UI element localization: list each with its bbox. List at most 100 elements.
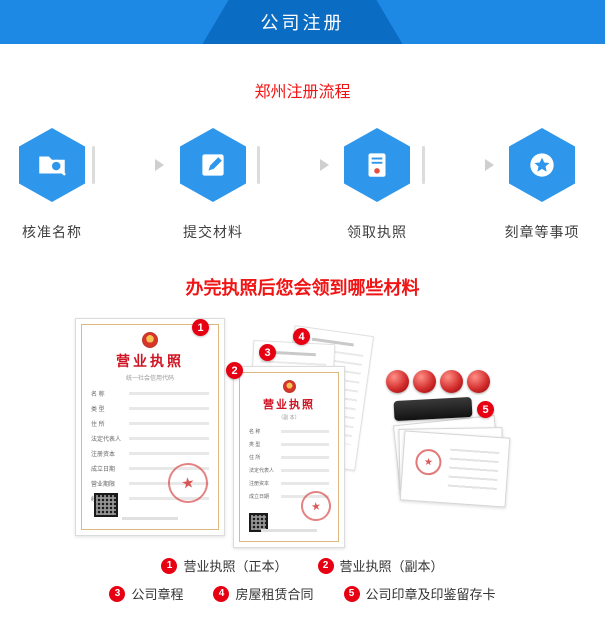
header-tab: 公司注册 bbox=[202, 0, 403, 44]
certificate-border: 营业执照 （副 本） 名 称 类 型 住 所 法定代表人 注册资本 成立日期 ★ bbox=[239, 372, 339, 542]
field-value-line bbox=[281, 495, 329, 498]
field-row: 类 型 bbox=[249, 441, 329, 448]
badge-3: 3 bbox=[259, 344, 276, 361]
badge-4: 4 bbox=[293, 328, 310, 345]
field-row: 名 称 bbox=[249, 428, 329, 435]
field-label: 类 型 bbox=[249, 442, 261, 448]
red-stamp-icon bbox=[467, 370, 490, 393]
field-value-line bbox=[129, 407, 209, 410]
field-row: 住 所 bbox=[249, 454, 329, 461]
badge-1: 1 bbox=[192, 319, 209, 336]
step-submit-materials: 提交材料 bbox=[147, 128, 279, 242]
legend-label: 营业执照（副本） bbox=[339, 559, 444, 574]
seal-retention-card: ★ bbox=[399, 430, 511, 508]
field-value-line bbox=[281, 469, 329, 472]
materials-section-title: 办完执照后您会领到哪些材料 bbox=[185, 278, 420, 298]
step-label: 刻章等事项 bbox=[504, 224, 580, 240]
card-text-lines bbox=[447, 448, 500, 496]
red-stamp-icon bbox=[386, 370, 409, 393]
legend-badge: 4 bbox=[213, 585, 230, 602]
certificate-subtitle: （副 本） bbox=[278, 415, 300, 421]
field-row: 法定代表人 bbox=[249, 467, 329, 474]
legend-item-lease-contract: 4 房屋租赁合同 bbox=[213, 584, 314, 603]
legend-badge: 1 bbox=[161, 557, 178, 574]
legend-item-license-original: 1 营业执照（正本） bbox=[161, 556, 288, 575]
certificate-title: 营业执照 bbox=[263, 399, 315, 411]
field-label: 住 所 bbox=[91, 422, 105, 428]
field-value-line bbox=[281, 456, 329, 459]
hexagon-tile bbox=[509, 128, 575, 202]
certificate-border: 营业执照 统一社会信用代码 名 称 类 型 住 所 法定代表人 注册资本 成立日… bbox=[81, 324, 219, 530]
step-arrow bbox=[92, 146, 164, 184]
step-label: 核准名称 bbox=[22, 224, 82, 240]
badge-2: 2 bbox=[226, 362, 243, 379]
field-value-line bbox=[281, 443, 329, 446]
red-stamp-icon bbox=[440, 370, 463, 393]
badge-5: 5 bbox=[477, 401, 494, 418]
step-label: 提交材料 bbox=[183, 224, 243, 240]
legend-label: 房屋租赁合同 bbox=[235, 587, 314, 602]
national-emblem-icon bbox=[142, 332, 158, 348]
field-row: 类 型 bbox=[91, 404, 209, 413]
legend-label: 公司印章及印鉴留存卡 bbox=[365, 587, 496, 602]
step-divider bbox=[422, 146, 425, 184]
field-value-line bbox=[129, 392, 209, 395]
arrow-right-icon bbox=[485, 159, 494, 171]
field-label: 类 型 bbox=[91, 407, 105, 413]
process-section-title: 郑州注册流程 bbox=[254, 84, 351, 101]
certificate-subtitle: 统一社会信用代码 bbox=[125, 376, 174, 382]
field-label: 法定代表人 bbox=[91, 437, 122, 443]
step-approve-name: 核准名称 bbox=[0, 128, 118, 242]
hexagon-tile bbox=[19, 128, 85, 202]
business-license-copy: 营业执照 （副 本） 名 称 类 型 住 所 法定代表人 注册资本 成立日期 ★ bbox=[233, 366, 345, 548]
field-row: 成立日期 bbox=[91, 464, 209, 473]
company-stamps-row bbox=[386, 370, 490, 393]
legend-badge: 5 bbox=[343, 585, 360, 602]
certificate-title: 营业执照 bbox=[116, 353, 184, 369]
field-row: 法定代表人 bbox=[91, 434, 209, 443]
legend-row: 1 营业执照（正本） 2 营业执照（副本） bbox=[0, 556, 605, 575]
legend-item-articles: 3 公司章程 bbox=[109, 584, 183, 603]
field-value-line bbox=[129, 482, 209, 485]
star-medal-icon bbox=[530, 153, 554, 177]
legend-item-seals-card: 5 公司印章及印鉴留存卡 bbox=[343, 584, 496, 603]
business-license-original: 营业执照 统一社会信用代码 名 称 类 型 住 所 法定代表人 注册资本 成立日… bbox=[75, 318, 225, 536]
field-row: 成立日期 bbox=[249, 493, 329, 500]
field-value-line bbox=[129, 452, 209, 455]
red-stamp-icon bbox=[413, 370, 436, 393]
field-label: 注册资本 bbox=[249, 481, 270, 487]
legend-label: 公司章程 bbox=[131, 587, 184, 602]
legend-row: 3 公司章程 4 房屋租赁合同 5 公司印章及印鉴留存卡 bbox=[0, 584, 605, 603]
field-row: 名 称 bbox=[91, 389, 209, 398]
header-bar: 公司注册 bbox=[0, 0, 605, 44]
field-label: 注册资本 bbox=[91, 452, 116, 458]
field-label: 名 称 bbox=[249, 429, 261, 435]
date-line bbox=[122, 517, 178, 520]
field-label: 成立日期 bbox=[249, 494, 270, 500]
folder-search-icon bbox=[39, 156, 66, 176]
field-value-line bbox=[281, 482, 329, 485]
field-value-line bbox=[129, 497, 209, 500]
step-divider bbox=[257, 146, 260, 184]
step-divider bbox=[92, 146, 95, 184]
field-value-line bbox=[129, 422, 209, 425]
field-value-line bbox=[129, 467, 209, 470]
step-label: 领取执照 bbox=[347, 224, 407, 240]
step-arrow bbox=[422, 146, 494, 184]
pen-edit-icon bbox=[202, 154, 224, 176]
license-document-icon bbox=[368, 153, 386, 177]
ink-pad-box bbox=[393, 396, 473, 422]
field-value-line bbox=[281, 430, 329, 433]
legend-item-license-copy: 2 营业执照（副本） bbox=[317, 556, 444, 575]
certificate-fields: 名 称 类 型 住 所 法定代表人 注册资本 成立日期 营业期限 经营范围 bbox=[91, 389, 209, 503]
hexagon-tile bbox=[344, 128, 410, 202]
national-emblem-icon bbox=[282, 380, 296, 393]
legend-badge: 3 bbox=[109, 585, 126, 602]
field-label: 成立日期 bbox=[91, 467, 116, 473]
certificate-fields: 名 称 类 型 住 所 法定代表人 注册资本 成立日期 bbox=[249, 428, 329, 500]
legend-label: 营业执照（正本） bbox=[183, 559, 288, 574]
field-value-line bbox=[129, 437, 209, 440]
field-label: 住 所 bbox=[249, 455, 261, 461]
field-label: 法定代表人 bbox=[249, 468, 275, 474]
